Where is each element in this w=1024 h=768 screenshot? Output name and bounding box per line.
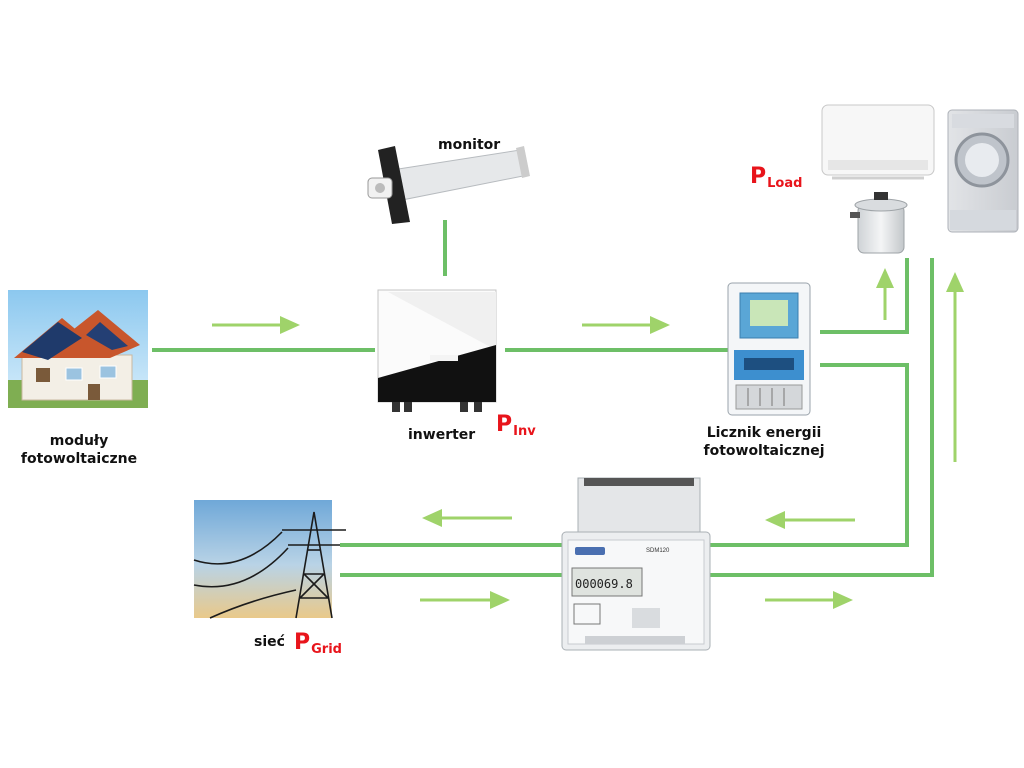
label-pv-meter: Licznik energii fotowoltaicznej	[694, 424, 834, 460]
power-label-inverter-symbol: P	[496, 412, 513, 437]
power-label-load-sub: Load	[767, 176, 803, 191]
main-meter-digits: 000069.8	[575, 577, 633, 591]
arrow-left-to-main-meter	[765, 511, 855, 529]
power-label-grid: PGrid	[294, 630, 342, 657]
line-meter-to-main-meter	[708, 363, 909, 547]
connection-lines	[152, 220, 934, 577]
power-label-grid-symbol: P	[294, 630, 311, 655]
arrow-right-pv	[212, 316, 300, 334]
air-conditioner	[821, 104, 935, 180]
label-pv-meter-line2: fotowoltaicznej	[703, 443, 825, 459]
washing-machine	[947, 109, 1019, 233]
flow-arrows	[212, 268, 964, 609]
arrow-right-to-load	[765, 591, 853, 609]
arrow-up-load-2	[946, 272, 964, 462]
arrow-left-to-grid	[422, 509, 512, 527]
arrow-up-load-1	[876, 268, 894, 320]
label-monitor: monitor	[438, 137, 501, 153]
line-meter-to-load	[820, 258, 909, 334]
pv-house-image	[8, 290, 148, 408]
power-label-load-symbol: P	[750, 164, 767, 189]
power-label-inverter-sub: Inv	[513, 424, 536, 439]
arrow-right-inverter	[582, 316, 670, 334]
label-pv-modules-line2: fotowoltaiczne	[20, 451, 138, 467]
main-meter-image	[561, 477, 711, 651]
arrow-right-from-grid	[420, 591, 510, 609]
label-pv-meter-line1: Licznik energii	[706, 425, 822, 441]
label-pv-modules-line1: moduły	[49, 433, 109, 449]
power-label-load: PLoad	[750, 164, 802, 191]
grid-pylon-image	[193, 500, 346, 619]
line-main-meter-to-load	[708, 258, 934, 577]
pressure-cooker	[850, 192, 908, 254]
label-inverter: inwerter	[408, 427, 476, 443]
label-pv-modules: moduły fotowoltaiczne	[14, 432, 144, 468]
power-label-inverter: PInv	[496, 412, 536, 439]
load-appliances-image	[821, 104, 1019, 254]
power-label-grid-sub: Grid	[311, 642, 342, 657]
label-grid: sieć	[254, 634, 285, 650]
inverter-image	[377, 289, 497, 412]
main-meter-model: SDM120	[646, 548, 670, 554]
monitor-device-image	[367, 146, 530, 224]
pv-energy-meter-image	[727, 282, 811, 416]
